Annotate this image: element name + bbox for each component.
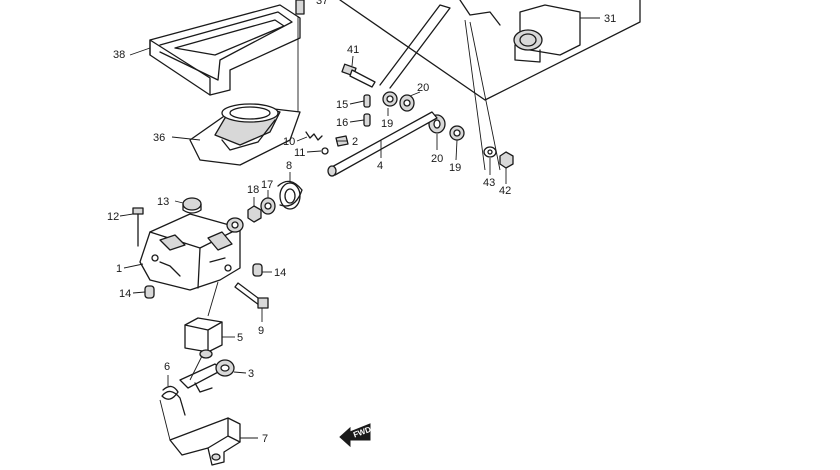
callout-15: 15 bbox=[336, 99, 348, 111]
part-14-pin-b bbox=[144, 285, 155, 299]
part-16-pin bbox=[363, 113, 371, 127]
callout-6: 6 bbox=[164, 361, 170, 373]
callout-2: 2 bbox=[352, 136, 358, 148]
part-15-pin bbox=[363, 94, 371, 108]
callout-12: 12 bbox=[107, 211, 119, 223]
part-41-bolt bbox=[341, 63, 376, 88]
part-19-bushing-a bbox=[382, 91, 398, 107]
part-14-pin-a bbox=[252, 263, 263, 277]
callout-42: 42 bbox=[499, 185, 511, 197]
part-3-lever bbox=[179, 359, 235, 393]
callout-14-b: 14 bbox=[119, 288, 131, 300]
part-13-plug bbox=[182, 197, 202, 214]
part-11-ball bbox=[321, 147, 329, 155]
callout-10: 10 bbox=[283, 136, 295, 148]
part-19-bushing-b bbox=[449, 125, 465, 141]
callout-13: 13 bbox=[157, 196, 169, 208]
part-31-bracket bbox=[513, 4, 581, 63]
part-42-nut bbox=[499, 151, 514, 169]
callout-19-b: 19 bbox=[449, 162, 461, 174]
callout-38: 38 bbox=[113, 49, 125, 61]
callout-37: 37 bbox=[316, 0, 328, 7]
part-9-bolt bbox=[234, 282, 269, 309]
part-4-shaft bbox=[327, 111, 438, 177]
part-18-washer bbox=[247, 205, 262, 223]
callout-3: 3 bbox=[248, 368, 254, 380]
callout-19-a: 19 bbox=[381, 118, 393, 130]
leader-lines bbox=[119, 17, 600, 439]
part-43-washer bbox=[483, 146, 497, 158]
callout-4: 4 bbox=[377, 160, 383, 172]
callout-17: 17 bbox=[261, 179, 273, 191]
callout-5: 5 bbox=[237, 332, 243, 344]
upper-linkage bbox=[339, 0, 641, 171]
assembly-guide-lines bbox=[159, 16, 299, 441]
callout-9: 9 bbox=[258, 325, 264, 337]
callout-43: 43 bbox=[483, 177, 495, 189]
callout-20-b: 20 bbox=[431, 153, 443, 165]
part-1-case bbox=[139, 213, 244, 291]
callout-20-a: 20 bbox=[417, 82, 429, 94]
part-17-bushing bbox=[260, 197, 276, 215]
part-20-bushing-a bbox=[399, 94, 415, 112]
callout-8: 8 bbox=[286, 160, 292, 172]
part-10-spring bbox=[305, 131, 323, 141]
part-7-bracket bbox=[169, 417, 241, 466]
part-5-block bbox=[184, 317, 223, 359]
callout-7: 7 bbox=[262, 433, 268, 445]
callout-16: 16 bbox=[336, 117, 348, 129]
callout-36: 36 bbox=[153, 132, 165, 144]
callout-1: 1 bbox=[116, 263, 122, 275]
callout-18: 18 bbox=[247, 184, 259, 196]
part-37-bolt bbox=[295, 0, 305, 15]
part-8-spring bbox=[277, 180, 303, 210]
part-12-bolt bbox=[132, 207, 144, 247]
fwd-arrow-icon: FWD bbox=[339, 423, 372, 448]
callout-14-a: 14 bbox=[274, 267, 286, 279]
part-6-spring bbox=[161, 385, 186, 416]
part-38-frame bbox=[149, 4, 301, 96]
callout-31: 31 bbox=[604, 13, 616, 25]
callout-11: 11 bbox=[294, 147, 305, 159]
callout-41: 41 bbox=[347, 44, 359, 56]
part-36-boot bbox=[189, 103, 301, 166]
callout-labels: 37 38 31 41 15 16 19 20 36 10 2 11 20 19… bbox=[107, 0, 616, 445]
